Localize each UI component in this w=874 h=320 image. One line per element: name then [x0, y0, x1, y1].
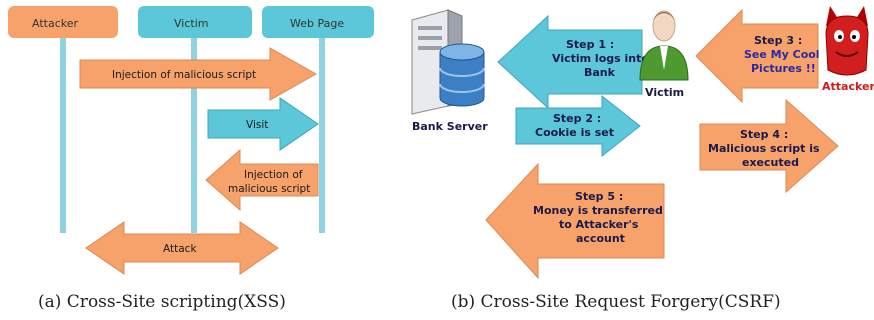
csrf-caption: (b) Cross-Site Request Forgery(CSRF) — [451, 292, 781, 312]
csrf-diagram: Bank Server Step 1 : Victim logs into Ba… — [411, 6, 874, 312]
xss-message-injection-label: Injection of malicious script — [112, 69, 256, 81]
step-3-line-2: Pictures !! — [751, 62, 816, 75]
attacker-devil-icon — [825, 6, 869, 76]
attacker-lifeline — [60, 38, 66, 233]
actor-webpage-box — [262, 6, 374, 38]
xss-message-attack-label: Attack — [163, 243, 197, 255]
step-5-line-3: account — [576, 232, 625, 245]
xss-arrow-visit — [207, 97, 319, 151]
step-4-arrow — [699, 98, 839, 194]
step-3-title: Step 3 : — [754, 34, 802, 47]
victim-lifeline — [191, 38, 197, 233]
step-2-line-1: Cookie is set — [535, 126, 614, 139]
actor-webpage-label: Web Page — [290, 17, 344, 30]
step-3-arrow — [695, 8, 819, 104]
xss-arrow-injection — [79, 47, 318, 101]
step-1-line-2: Bank — [584, 66, 616, 79]
xss-message-injection: Injection of malicious script — [79, 47, 318, 101]
xss-message-visit-label: Visit — [246, 119, 268, 131]
step-4-title: Step 4 : — [740, 128, 788, 141]
step-2-title: Step 2 : — [553, 112, 601, 125]
xss-caption: (a) Cross-Site scripting(XSS) — [38, 292, 286, 312]
xss-diagram: Attacker Victim Web Page Injection of ma… — [8, 6, 374, 312]
actor-attacker: Attacker — [8, 6, 118, 38]
step-5-arrow — [485, 162, 665, 280]
step-5-line-1: Money is transferred — [533, 204, 663, 217]
xss-message-reinjection-line1: Injection of — [244, 169, 303, 181]
step-3-line-1: See My Cool — [744, 48, 820, 61]
xss-message-visit: Visit — [207, 97, 319, 151]
step-2-arrow — [515, 94, 641, 158]
actor-victim-box — [138, 6, 252, 38]
xss-arrow-reinjection — [205, 148, 319, 212]
server-icon — [411, 9, 485, 115]
step-1-title: Step 1 : — [566, 38, 614, 51]
step-5-line-2: to Attacker's — [559, 218, 639, 231]
actor-webpage: Web Page — [262, 6, 374, 38]
bank-server-label: Bank Server — [412, 120, 488, 133]
csrf-step-3: Step 3 : See My Cool Pictures !! — [695, 8, 820, 104]
xss-message-reinjection-line2: malicious script — [228, 183, 310, 195]
step-4-line-1: Malicious script is — [708, 142, 820, 155]
xss-message-reinjection: Injection of malicious script — [205, 148, 319, 212]
step-5-title: Step 5 : — [575, 190, 623, 203]
csrf-step-1: Step 1 : Victim logs into Bank — [497, 14, 649, 110]
csrf-step-2: Step 2 : Cookie is set — [515, 94, 641, 158]
actor-attacker-label: Attacker — [32, 17, 78, 30]
attacker-label: Attacker — [822, 80, 874, 93]
xss-message-attack: Attack — [85, 221, 279, 275]
step-4-line-2: executed — [742, 156, 799, 169]
step-1-line-1: Victim logs into — [552, 52, 649, 65]
xss-arrow-attack — [85, 221, 279, 275]
csrf-step-5: Step 5 : Money is transferred to Attacke… — [485, 162, 665, 280]
webpage-lifeline — [319, 38, 325, 233]
csrf-step-4: Step 4 : Malicious script is executed — [699, 98, 839, 194]
victim-label: Victim — [645, 86, 684, 99]
victim-person-icon — [639, 10, 689, 81]
actor-victim: Victim — [138, 6, 252, 38]
actor-attacker-box — [8, 6, 118, 38]
actor-victim-label: Victim — [174, 17, 208, 30]
